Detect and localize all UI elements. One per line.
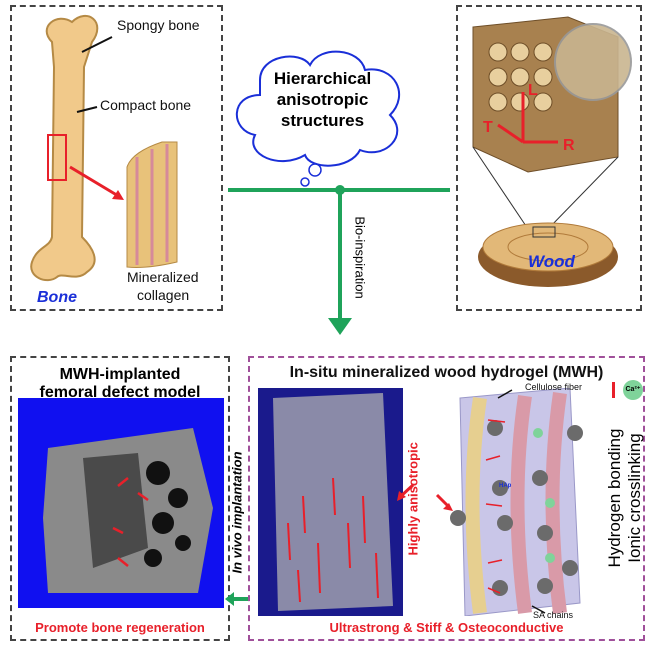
- red-arrow-icon: [397, 483, 415, 501]
- cloud-line-2: anisotropic: [276, 90, 369, 109]
- hap-label: HAp: [499, 483, 512, 489]
- collagen-label-1: Mineralized: [127, 269, 199, 285]
- mwh-3d-image: [258, 388, 403, 616]
- bone-illustration: [30, 15, 178, 282]
- implant-caption: Promote bone regeneration: [35, 620, 205, 635]
- cellulose-fiber-label: Cellulose fiber: [525, 382, 583, 392]
- bio-inspiration-connector: [228, 185, 450, 335]
- molecular-schematic: [450, 388, 583, 616]
- axis-t-label: T: [483, 119, 493, 136]
- spongy-bone-label: Spongy bone: [117, 17, 200, 33]
- bone-panel: Spongy bone Compact bone Mineralized col…: [10, 5, 223, 311]
- thought-cloud: [235, 50, 401, 187]
- implant-title-1: MWH-implanted: [59, 366, 181, 383]
- ca-legend-icon: Ca²⁺: [623, 380, 643, 400]
- implant-title-2: femoral defect model: [39, 384, 201, 401]
- mwh-caption: Ultrastrong & Stiff & Osteoconductive: [329, 620, 564, 635]
- cloud-line-3: structures: [280, 111, 365, 130]
- implant-arrow: [225, 592, 249, 606]
- hbond-legend-mark: [612, 382, 615, 398]
- wood-title: Wood: [528, 252, 575, 271]
- legend-ionic-crosslinking: Ionic crosslinking: [625, 433, 644, 563]
- bone-title: Bone: [37, 289, 77, 306]
- anisotropic-label: Highly anisotropic: [405, 442, 421, 556]
- implant-panel: MWH-implanted femoral defect model Promo…: [10, 356, 230, 641]
- collagen-fibers: [126, 141, 178, 268]
- wood-panel: T L R Wood: [456, 5, 642, 311]
- wood-illustration: [472, 16, 632, 287]
- axis-r-label: R: [563, 137, 575, 154]
- in-vivo-label: In vivo implantation: [229, 451, 245, 574]
- red-arrow-icon-2: [435, 493, 453, 511]
- cloud-line-1: Hierarchical: [273, 69, 372, 88]
- sa-chains-label: SA chains: [533, 610, 574, 620]
- legend-hydrogen-bonding: Hydrogen bonding: [605, 428, 624, 568]
- bio-inspiration-label: Bio-inspiration: [352, 216, 368, 299]
- axis-l-label: L: [528, 82, 538, 99]
- collagen-label-2: collagen: [137, 287, 190, 303]
- mwh-title: In-situ mineralized wood hydrogel (MWH): [289, 364, 604, 381]
- mwh-panel: In-situ mineralized wood hydrogel (MWH) …: [248, 356, 645, 641]
- micro-ct-image: [18, 398, 224, 608]
- compact-bone-label: Compact bone: [100, 97, 192, 113]
- cloud-text: Hierarchical anisotropic structures: [255, 68, 390, 131]
